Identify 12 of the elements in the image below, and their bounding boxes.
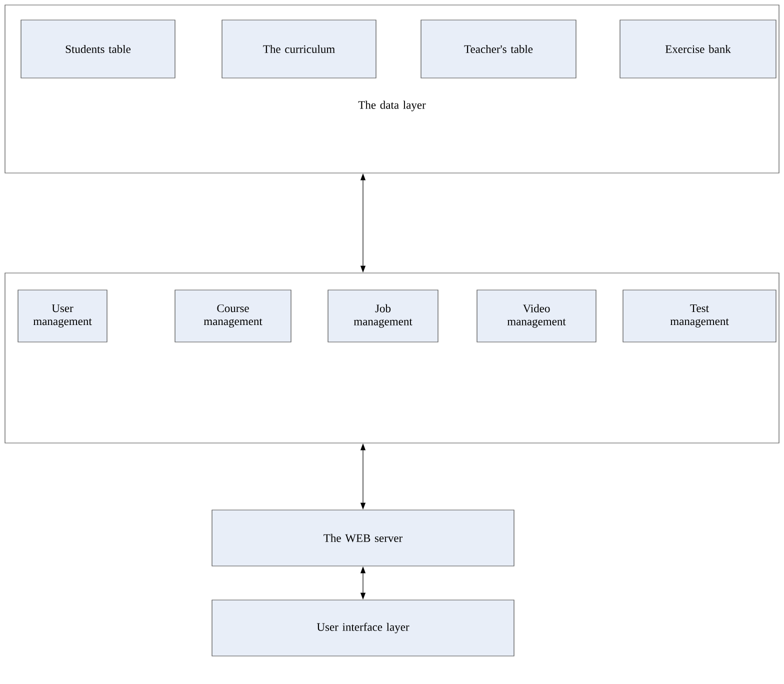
module-box: Course management [174, 290, 292, 342]
server-box: The WEB server [212, 510, 514, 566]
module-box: User management [18, 290, 108, 342]
table-box: Teacher's table [420, 20, 576, 78]
module-box: Test management [622, 290, 776, 342]
interface-box: User interface layer [212, 600, 514, 656]
module-box: Video management [476, 290, 596, 342]
table-box: Students table [20, 20, 176, 78]
layer-box [4, 272, 780, 444]
module-box: Job management [328, 290, 438, 342]
table-box: Exercise bank [620, 20, 776, 78]
table-box: The curriculum [222, 20, 376, 78]
